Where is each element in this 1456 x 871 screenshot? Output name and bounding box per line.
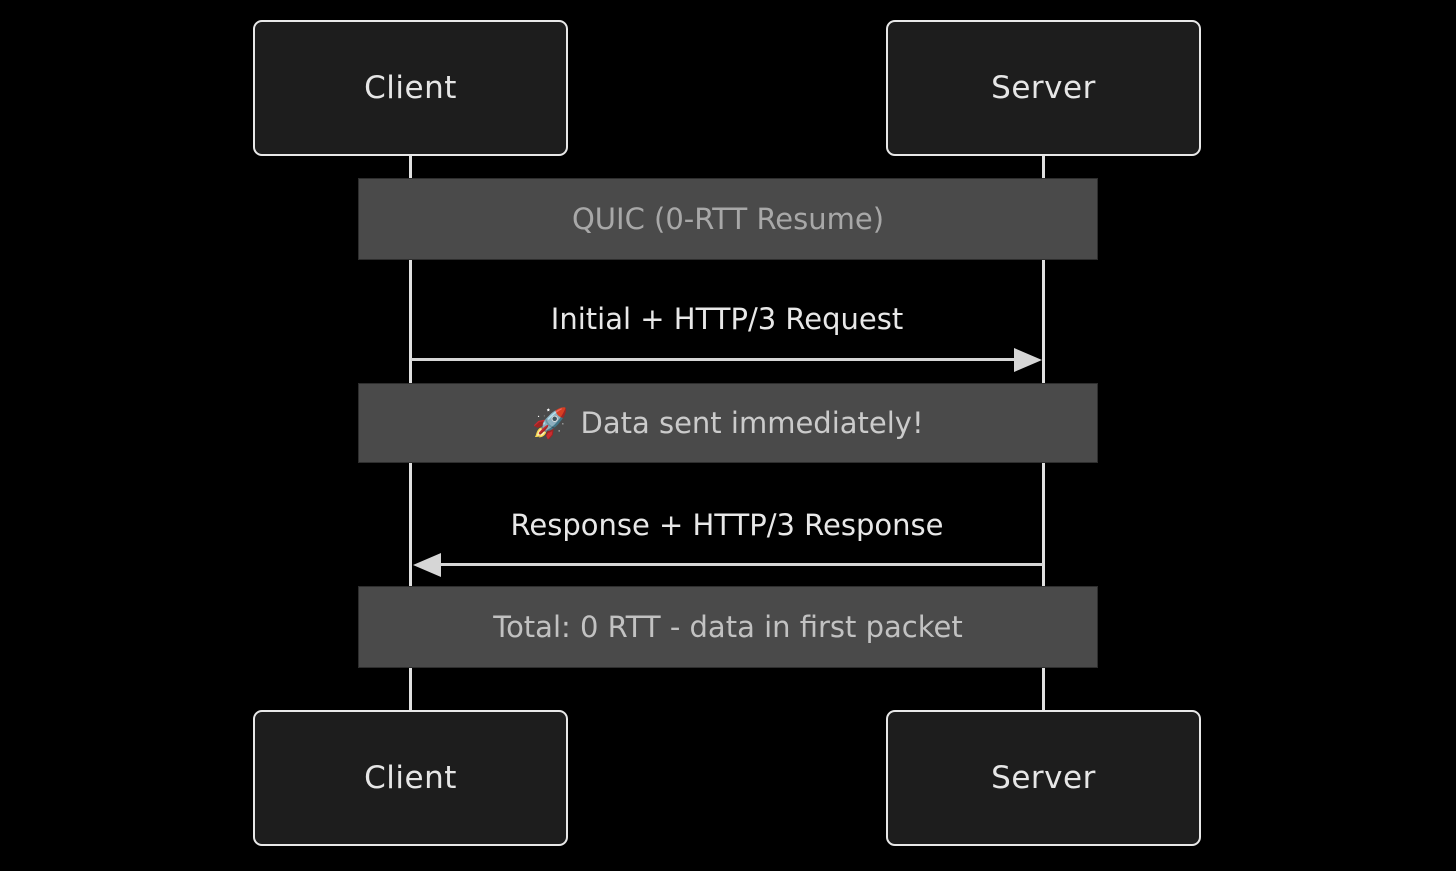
arrow-left-icon [413, 553, 441, 577]
banner-data-sent-immediately-label: Data sent immediately! [580, 406, 924, 440]
arrow-right-icon [1014, 348, 1042, 372]
actor-server-top: Server [886, 20, 1201, 156]
banner-quic-0rtt-resume: QUIC (0-RTT Resume) [358, 178, 1098, 260]
actor-client-bottom: Client [253, 710, 568, 846]
actor-server-top-label: Server [991, 70, 1096, 106]
message-initial-request-label: Initial + HTTP/3 Request [550, 302, 904, 336]
message-initial-request-arrow-line [411, 358, 1016, 361]
banner-total-rtt: Total: 0 RTT - data in first packet [358, 586, 1098, 668]
banner-quic-0rtt-resume-label: QUIC (0-RTT Resume) [571, 202, 885, 236]
banner-data-sent-immediately: 🚀 Data sent immediately! [358, 383, 1098, 463]
actor-client-bottom-label: Client [364, 760, 457, 796]
actor-client-top: Client [253, 20, 568, 156]
actor-server-bottom: Server [886, 710, 1201, 846]
actor-server-bottom-label: Server [991, 760, 1096, 796]
banner-total-rtt-label: Total: 0 RTT - data in first packet [493, 610, 963, 644]
actor-client-top-label: Client [364, 70, 457, 106]
message-response-arrow-line [438, 563, 1043, 566]
message-response-label: Response + HTTP/3 Response [510, 508, 944, 542]
rocket-icon: 🚀 [532, 405, 569, 440]
